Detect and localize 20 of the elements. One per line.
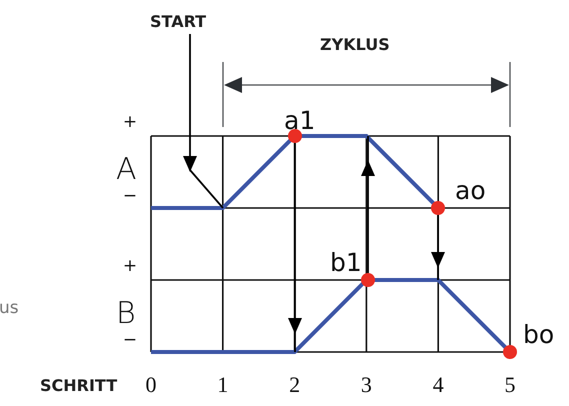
dimension-label: ZYKLUS (320, 37, 390, 53)
level-sign: + (122, 258, 138, 275)
step-number: 4 (432, 374, 444, 396)
text-fragment: us (0, 300, 19, 317)
step-number: 3 (360, 374, 372, 396)
axis-title: SCHRITT (40, 378, 118, 394)
level-sign: − (122, 332, 138, 349)
start-label: START (150, 14, 206, 30)
point-label: a1 (284, 108, 316, 133)
level-sign: − (122, 188, 138, 205)
step-number: 2 (289, 374, 300, 396)
row-label: A (116, 155, 137, 185)
level-sign: + (122, 114, 138, 131)
step-number: 0 (146, 374, 156, 396)
step-number: 5 (504, 374, 516, 396)
point-label: b1 (330, 250, 362, 275)
point-label: bo (523, 322, 554, 347)
step-number: 1 (217, 374, 228, 396)
point-label: ao (455, 178, 486, 203)
row-label: B (116, 299, 136, 329)
